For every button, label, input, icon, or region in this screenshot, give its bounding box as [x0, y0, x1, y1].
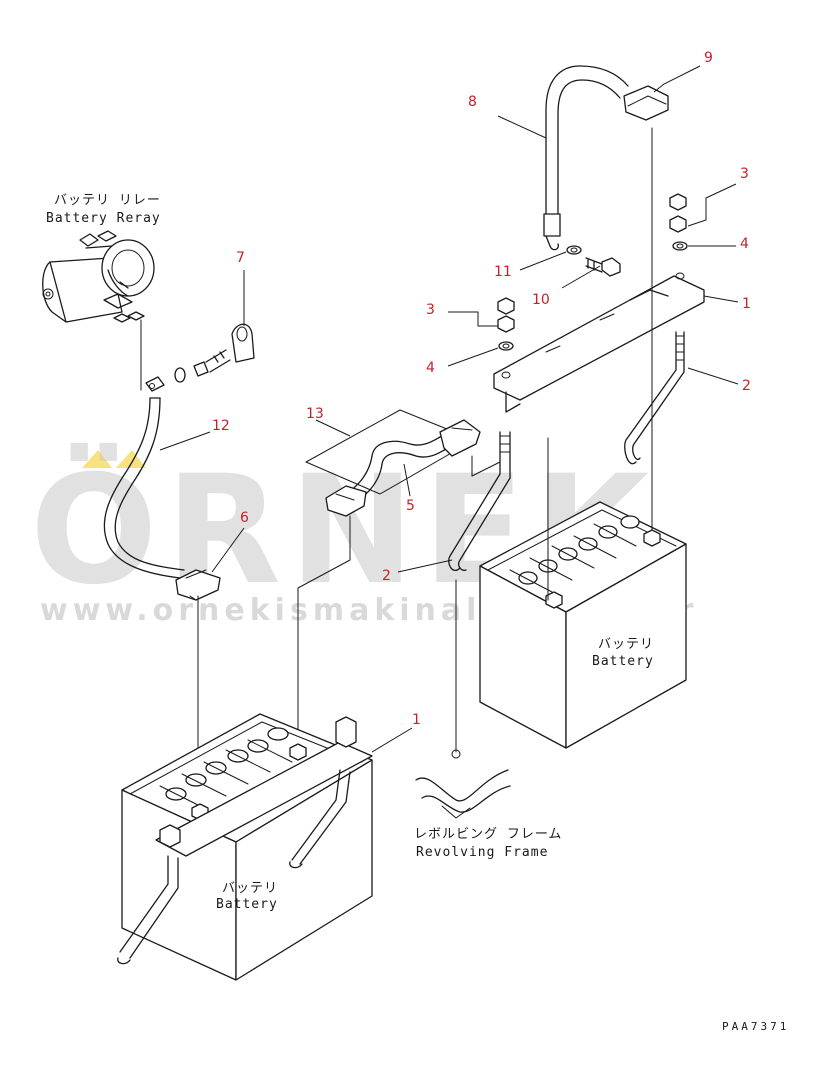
callout-12: 12 [212, 418, 230, 434]
hold-down-strap-1 [493, 272, 705, 413]
watermark-accent-left [82, 450, 112, 468]
battery-left: バッテリ Battery [117, 713, 373, 981]
hold-down-rod-2-center [448, 431, 511, 572]
callout-10: 10 [532, 292, 550, 308]
callout-1-right: 1 [742, 296, 751, 312]
cable-5 [297, 409, 481, 741]
callout-4-right: 4 [740, 236, 749, 252]
callout-11: 11 [494, 264, 512, 280]
battery-left-caps [159, 727, 293, 809]
bolt-10 [585, 257, 621, 277]
callout-9: 9 [704, 50, 713, 66]
callout-7: 7 [236, 250, 245, 266]
terminal-cover-9 [623, 85, 669, 121]
callout-leaders [159, 65, 739, 753]
washer-11 [566, 245, 582, 255]
callout-2-right: 2 [742, 378, 751, 394]
label-battery-relay-en: Battery Reray [46, 211, 161, 226]
battery-left-label-jp: バッテリ [222, 881, 278, 896]
revolving-frame-label-jp: レボルビング フレーム [414, 827, 562, 842]
callout-13: 13 [306, 406, 324, 422]
callout-6: 6 [240, 510, 249, 526]
callout-2-center: 2 [382, 568, 391, 584]
revolving-frame: レボルビング フレーム Revolving Frame [414, 769, 562, 860]
label-battery-relay-jp: バッテリ リレー [54, 193, 161, 208]
nut-set-3-left [497, 297, 515, 333]
revolving-frame-label-en: Revolving Frame [416, 845, 548, 860]
battery-left-label-en: Battery [216, 897, 278, 912]
guide-line-c [471, 461, 501, 477]
callout-5: 5 [406, 498, 415, 514]
terminal-cover-6 [175, 569, 221, 781]
battery-relay [42, 230, 155, 323]
callout-numbers: 9 8 3 4 1 2 11 10 3 4 7 12 13 5 6 2 1 [212, 50, 751, 728]
battery-right-label-jp: バッテリ [598, 637, 654, 652]
battery-right: バッテリ Battery [479, 501, 687, 749]
callout-3-left: 3 [426, 302, 435, 318]
drawing-code: PAA7371 [722, 1020, 789, 1033]
part-7-terminal-set [174, 323, 255, 383]
battery-right-label-en: Battery [592, 654, 654, 669]
guide-end-d [451, 749, 461, 759]
watermark: ÖRNEK www.ornekismakinalari.com.tr [30, 442, 693, 628]
washer-4-left [498, 341, 514, 351]
callout-4-left: 4 [426, 360, 435, 376]
cable-12 [103, 319, 185, 579]
watermark-accent-right [116, 450, 146, 468]
callout-8: 8 [468, 94, 477, 110]
callout-3-right: 3 [740, 166, 749, 182]
hold-down-rod-2-right [624, 331, 685, 465]
callout-1-bottom: 1 [412, 712, 421, 728]
nut-set-3-right [669, 193, 687, 233]
washer-4-right [672, 241, 688, 251]
cable-8 [543, 65, 629, 251]
